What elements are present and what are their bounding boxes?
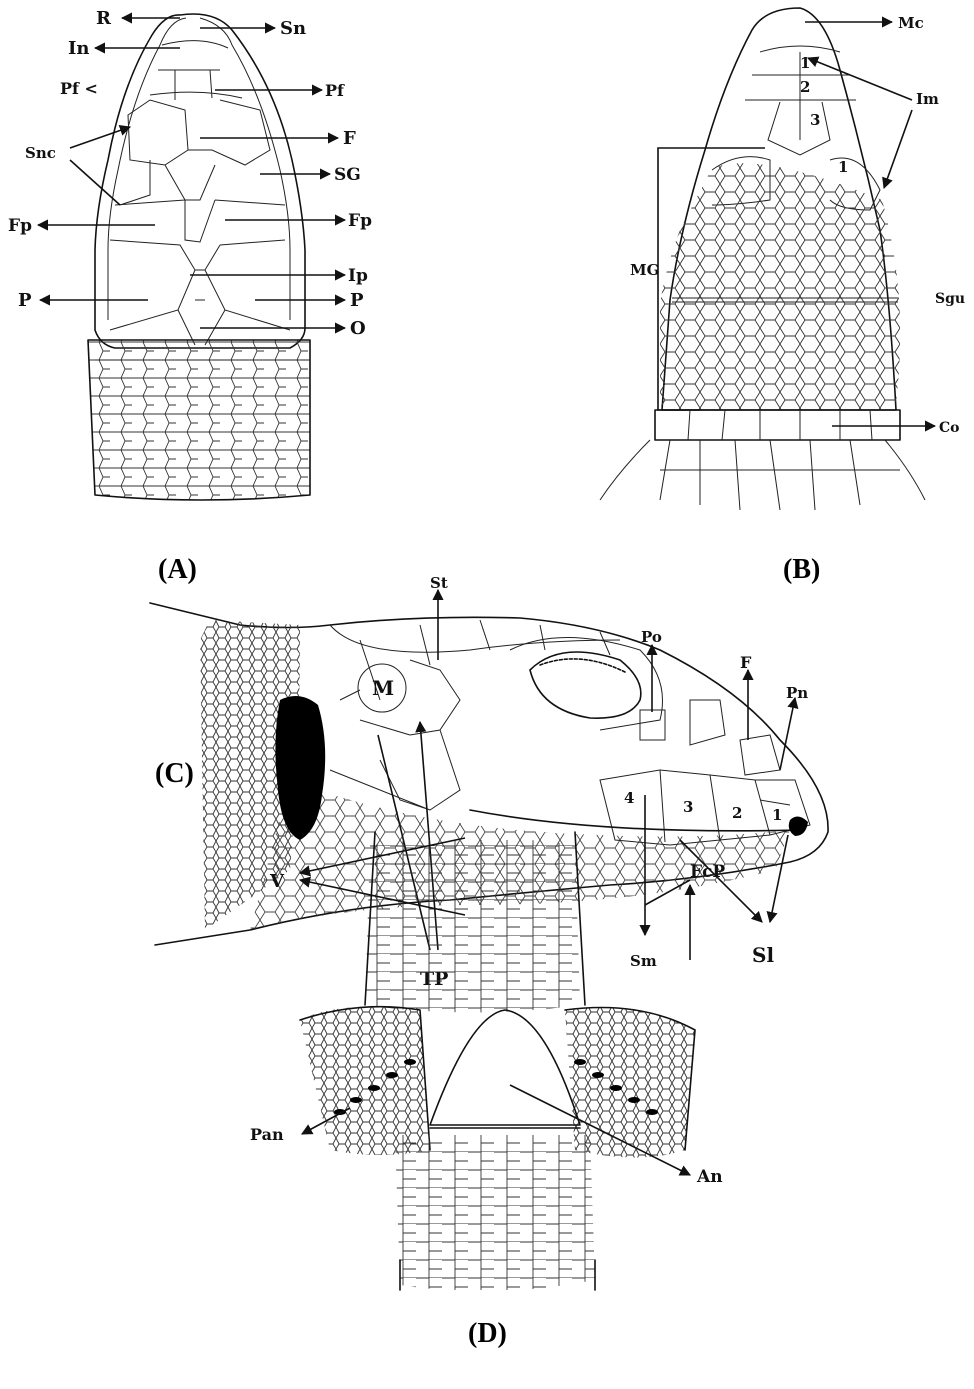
c-num-1: 1: [772, 806, 782, 824]
label-sl: Sl: [752, 943, 774, 967]
label-f-a: F: [343, 128, 356, 149]
label-ip: Ip: [348, 266, 368, 286]
b-num-1a: 1: [800, 54, 810, 72]
label-mg: MG: [630, 261, 659, 279]
label-fp-right: Fp: [348, 211, 372, 231]
label-p-right: P: [350, 290, 364, 311]
label-pan: Pan: [250, 1125, 284, 1144]
label-r: R: [96, 8, 112, 29]
panel-a-arrows: [38, 18, 345, 328]
label-sn: Sn: [280, 18, 306, 39]
label-fp-left: Fp: [8, 216, 32, 236]
label-snc: Snc: [25, 144, 56, 162]
label-v: V: [269, 871, 285, 892]
label-po: Po: [641, 628, 662, 646]
b-num-1b: 1: [838, 158, 848, 176]
panel-caption-d: (D): [468, 1318, 507, 1349]
label-st: St: [430, 574, 448, 592]
panel-b-ventral-head: [600, 8, 925, 510]
label-sgu: Sgu: [935, 291, 965, 307]
panel-caption-c: (C): [155, 758, 194, 789]
c-num-3: 3: [683, 798, 693, 816]
c-num-4: 4: [624, 789, 634, 807]
label-f-c: F: [740, 653, 752, 672]
label-im: Im: [916, 90, 939, 108]
label-an: An: [696, 1167, 723, 1187]
c-num-2: 2: [732, 804, 742, 822]
label-co: Co: [939, 420, 959, 436]
panel-caption-b: (B): [783, 554, 820, 585]
label-m: M: [372, 676, 394, 700]
label-o: O: [350, 318, 366, 339]
label-sg: SG: [334, 165, 361, 185]
label-sm: Sm: [630, 952, 657, 970]
b-num-2: 2: [800, 78, 810, 96]
label-mc: Mc: [898, 14, 924, 32]
panel-a-dorsal-head: [88, 14, 310, 500]
b-num-3: 3: [810, 111, 820, 129]
label-in: In: [68, 38, 90, 59]
label-p-left: P: [18, 290, 32, 311]
label-pf-left: Pf <: [60, 79, 98, 98]
label-pf-right: Pf: [325, 81, 345, 100]
label-fcp: FcP: [690, 862, 725, 882]
label-pn: Pn: [786, 684, 808, 702]
panel-caption-a: (A): [158, 554, 197, 585]
